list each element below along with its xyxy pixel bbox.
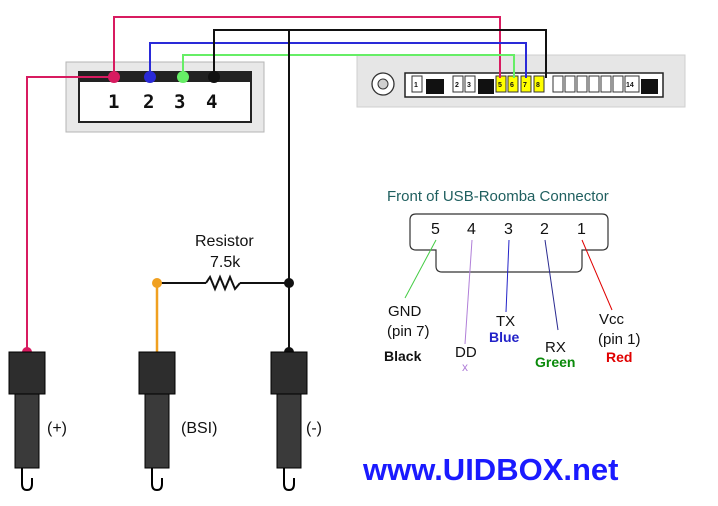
plug-plus-label: (+) — [47, 420, 67, 437]
connector-pin-2: 2 — [540, 221, 549, 238]
resistor-label: Resistor — [195, 233, 254, 250]
roomba-pin-7: 7 — [523, 82, 527, 89]
vcc-pin-label: (pin 1) — [598, 331, 641, 348]
usb-pin-4: 4 — [206, 91, 217, 113]
usb-pin-2: 2 — [143, 91, 154, 113]
wire-red — [113, 16, 501, 78]
wire-black — [213, 29, 547, 78]
vcc-color-label: Red — [606, 349, 632, 365]
roomba-pin-1: 1 — [414, 82, 418, 89]
wire-blue — [149, 42, 527, 78]
resistor-value: 7.5k — [210, 254, 241, 271]
roomba-connector-strip: 1 2 3 5 6 7 8 14 — [356, 54, 686, 108]
connector-pin-5: 5 — [431, 221, 440, 238]
tx-label: TX — [496, 313, 515, 330]
gnd-pin-label: (pin 7) — [387, 323, 430, 340]
roomba-pin-8: 8 — [536, 82, 540, 89]
roomba-pin-5: 5 — [498, 82, 502, 89]
usb-pin-1: 1 — [108, 91, 119, 113]
roomba-pin-3: 3 — [467, 82, 471, 89]
website-url: www.UIDBOX.net — [362, 452, 618, 487]
connector-title: Front of USB-Roomba Connector — [387, 188, 609, 205]
dd-mark: x — [462, 360, 468, 374]
plug-minus-label: (-) — [306, 420, 322, 437]
wire-red-plus — [26, 76, 114, 352]
plug-bsi-label: (BSI) — [181, 420, 217, 437]
plug-minus — [270, 351, 308, 492]
roomba-pin-14: 14 — [626, 82, 634, 89]
leader-lines — [404, 239, 613, 345]
connector-pin-4: 4 — [467, 221, 476, 238]
gnd-label: GND — [388, 303, 422, 320]
wire-green — [182, 54, 515, 78]
roomba-pin-2: 2 — [455, 82, 459, 89]
rx-label: RX — [545, 339, 566, 356]
resistor-symbol — [205, 274, 241, 292]
dd-label: DD — [455, 344, 477, 361]
wires — [26, 16, 547, 352]
gnd-color-label: Black — [384, 348, 422, 364]
connector-pin-1: 1 — [577, 221, 586, 238]
plug-plus — [8, 351, 46, 492]
roomba-pin-6: 6 — [510, 82, 514, 89]
plug-bsi — [138, 351, 176, 492]
usb-connector: 1 2 3 4 — [65, 61, 265, 133]
vcc-label: Vcc — [599, 311, 625, 328]
rx-color-label: Green — [535, 354, 575, 370]
usb-pin-3: 3 — [174, 91, 185, 113]
tx-color-label: Blue — [489, 329, 520, 345]
connector-pin-3: 3 — [504, 221, 513, 238]
